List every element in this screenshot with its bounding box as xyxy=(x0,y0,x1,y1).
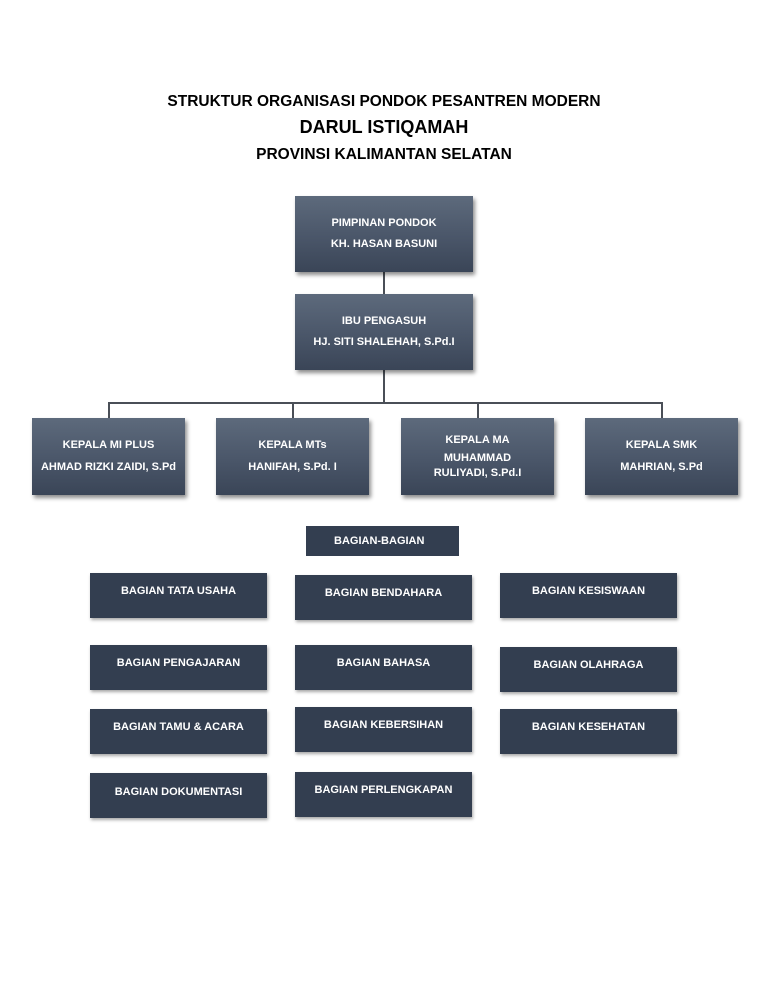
head-role: KEPALA SMK xyxy=(625,439,698,452)
section-box: BAGIAN TATA USAHA xyxy=(90,573,267,618)
head-box-ma: KEPALA MA MUHAMMAD RULIYADI, S.Pd.I xyxy=(401,418,554,495)
head-box-smk: KEPALA SMK MAHRIAN, S.Pd xyxy=(585,418,738,495)
head-box-mi: KEPALA MI PLUS AHMAD RIZKI ZAIDI, S.Pd xyxy=(32,418,185,495)
section-box: BAGIAN TAMU & ACARA xyxy=(90,709,267,754)
section-label: BAGIAN KESEHATAN xyxy=(531,721,646,733)
section-label: BAGIAN KEBERSIHAN xyxy=(323,719,444,731)
caretaker-role: IBU PENGASUH xyxy=(341,314,427,327)
connector-caretaker-down xyxy=(383,370,385,403)
section-box: BAGIAN OLAHRAGA xyxy=(500,647,677,692)
head-name: MUHAMMAD RULIYADI, S.Pd.I xyxy=(433,452,522,479)
chart-title-line-2: DARUL ISTIQAMAH xyxy=(299,117,469,137)
section-box: BAGIAN PENGAJARAN xyxy=(90,645,267,690)
connector-to-ma xyxy=(477,402,479,419)
sections-title-box: BAGIAN-BAGIAN xyxy=(306,526,459,556)
caretaker-box: IBU PENGASUH HJ. SITI SHALEHAH, S.Pd.I xyxy=(295,294,473,370)
head-role: KEPALA MTs xyxy=(258,439,327,452)
section-box: BAGIAN KESISWAAN xyxy=(500,573,677,618)
leader-role: PIMPINAN PONDOK xyxy=(331,216,437,229)
connector-horizontal-bar xyxy=(108,402,663,404)
head-box-mts: KEPALA MTs HANIFAH, S.Pd. I xyxy=(216,418,369,495)
section-box: BAGIAN KEBERSIHAN xyxy=(295,707,472,752)
connector-to-mts xyxy=(292,402,294,419)
section-label: BAGIAN KESISWAAN xyxy=(531,585,646,597)
section-box: BAGIAN PERLENGKAPAN xyxy=(295,772,472,817)
connector-leader-to-caretaker xyxy=(383,271,385,295)
section-label: BAGIAN BAHASA xyxy=(336,657,431,669)
section-box: BAGIAN KESEHATAN xyxy=(500,709,677,754)
section-box: BAGIAN BAHASA xyxy=(295,645,472,690)
section-label: BAGIAN TAMU & ACARA xyxy=(113,721,244,733)
section-label: BAGIAN OLAHRAGA xyxy=(533,659,644,671)
leader-name: KH. HASAN BASUNI xyxy=(330,238,438,250)
caretaker-name: HJ. SITI SHALEHAH, S.Pd.I xyxy=(313,336,455,348)
section-label: BAGIAN PENGAJARAN xyxy=(116,657,241,669)
section-label: BAGIAN PERLENGKAPAN xyxy=(314,784,453,796)
chart-title-line-3: PROVINSI KALIMANTAN SELATAN xyxy=(256,146,512,163)
section-box: BAGIAN BENDAHARA xyxy=(295,575,472,620)
head-role: KEPALA MA xyxy=(445,434,510,447)
head-name: HANIFAH, S.Pd. I xyxy=(248,460,337,473)
head-name: MAHRIAN, S.Pd xyxy=(620,460,703,473)
sections-title: BAGIAN-BAGIAN xyxy=(334,535,425,547)
chart-title-line-1: STRUKTUR ORGANISASI PONDOK PESANTREN MOD… xyxy=(167,93,601,110)
section-label: BAGIAN TATA USAHA xyxy=(120,585,237,597)
section-box: BAGIAN DOKUMENTASI xyxy=(90,773,267,818)
head-role: KEPALA MI PLUS xyxy=(62,439,155,452)
connector-to-mi xyxy=(108,402,110,419)
leader-box: PIMPINAN PONDOK KH. HASAN BASUNI xyxy=(295,196,473,272)
head-name: AHMAD RIZKI ZAIDI, S.Pd xyxy=(40,460,177,473)
section-label: BAGIAN DOKUMENTASI xyxy=(114,786,243,798)
section-label: BAGIAN BENDAHARA xyxy=(324,587,443,599)
connector-to-smk xyxy=(661,402,663,419)
